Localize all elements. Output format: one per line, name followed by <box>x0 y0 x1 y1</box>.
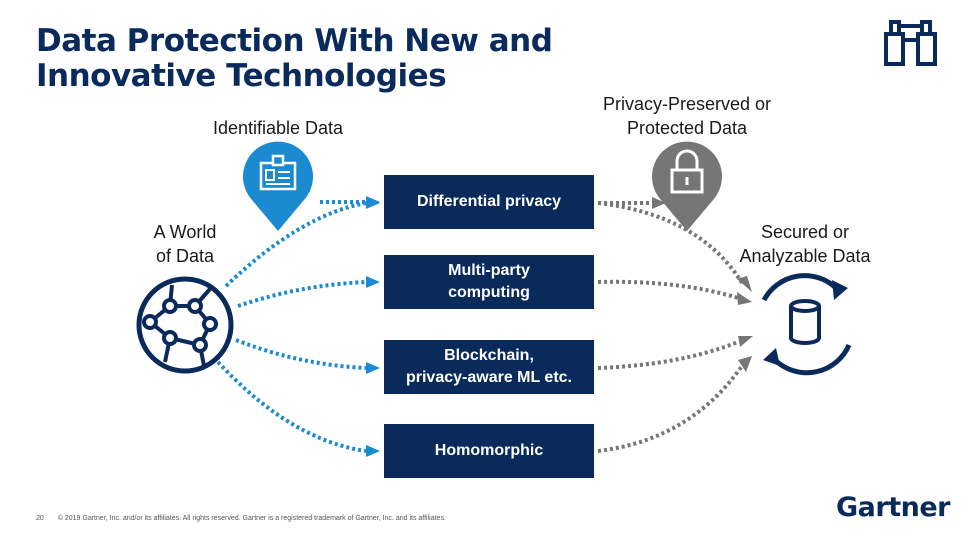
lock-pin <box>651 141 722 231</box>
tech-label-line-2: privacy-aware ML etc. <box>405 369 572 386</box>
page-number: 20 <box>36 515 44 522</box>
secured-data-label: Secured or Analyzable Data <box>722 220 888 268</box>
arrow-differential-to-secured <box>597 201 744 285</box>
identifiable-data-label: Identifiable Data <box>188 116 368 140</box>
arrow-world-to-blockchain <box>235 338 367 370</box>
binoculars-icon <box>884 20 937 66</box>
tech-box-multi-party-computing: Multi-party computing <box>384 255 594 309</box>
title-line-1: Data Protection With New and <box>36 23 553 59</box>
tech-box-homomorphic: Homomorphic <box>384 424 594 478</box>
arrow-homomorphic-to-secured <box>597 364 744 453</box>
database-sync-icon <box>761 273 852 376</box>
world-of-data-line-1: A World <box>153 222 217 242</box>
tech-label-line-1: Differential privacy <box>416 193 562 210</box>
world-of-data-line-2: of Data <box>155 246 215 266</box>
gartner-logo-dot: . <box>934 514 936 521</box>
tech-label-line-2: computing <box>448 284 530 301</box>
tech-label-line-1: Multi-party <box>448 262 530 279</box>
arrow-world-to-homomorphic <box>216 360 367 453</box>
id-card-pin <box>243 141 313 231</box>
secured-data-line-1: Secured or <box>760 222 850 242</box>
tech-label-line-1: Blockchain, <box>444 347 534 364</box>
copyright-text: © 2019 Gartner, Inc. and/or its affiliat… <box>57 515 446 522</box>
input-arrows <box>216 200 367 453</box>
tech-box-blockchain: Blockchain, privacy-aware ML etc. <box>384 340 594 394</box>
title-line-2: Innovative Technologies <box>36 58 447 94</box>
gartner-logo: Gartner <box>836 492 950 523</box>
protected-data-line-2: Protected Data <box>626 118 748 138</box>
tech-label-line-1: Homomorphic <box>434 442 544 459</box>
world-of-data-label: A World of Data <box>125 220 245 268</box>
identifiable-data-text: Identifiable Data <box>212 118 344 138</box>
page-title: Data Protection With New and Innovative … <box>36 23 553 94</box>
globe-network-icon <box>136 276 234 374</box>
arrow-world-to-multiparty <box>237 280 367 308</box>
input-arrowheads <box>366 196 380 457</box>
lock-icon <box>670 149 704 194</box>
protected-data-line-1: Privacy-Preserved or <box>602 94 772 114</box>
secured-data-line-2: Analyzable Data <box>739 246 871 266</box>
arrow-blockchain-to-secured <box>597 340 739 370</box>
id-card-icon <box>259 154 297 191</box>
arrow-world-to-differential <box>224 201 367 288</box>
output-arrows <box>597 201 744 453</box>
tech-box-differential-privacy: Differential privacy <box>384 175 594 229</box>
protected-data-label: Privacy-Preserved or Protected Data <box>577 92 797 140</box>
arrow-multiparty-to-secured <box>597 279 739 300</box>
footer: 20 © 2019 Gartner, Inc. and/or its affil… <box>36 515 446 522</box>
output-arrowheads <box>652 197 753 372</box>
